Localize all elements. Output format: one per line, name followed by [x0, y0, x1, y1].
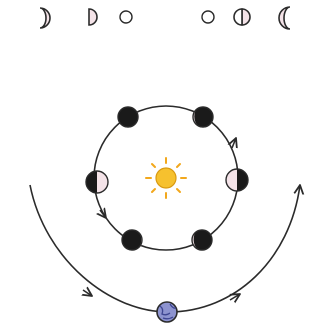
- earth-orbit-arc: [30, 185, 300, 312]
- earth-orbit-direction-arrow: [83, 290, 92, 296]
- orbit-moon-icon: [118, 107, 139, 127]
- moon-phase-waning-crescent-icon: [40, 8, 50, 28]
- moon-phase-first-quarter-icon: [234, 9, 250, 25]
- orbit-direction-arrow: [232, 138, 236, 148]
- moon-phase-new-icon: [202, 11, 214, 23]
- moon-phase-waxing-crescent-icon: [279, 7, 290, 29]
- orbit-moon-icon: [86, 171, 108, 193]
- sun-icon: [146, 158, 186, 198]
- orbit-moon-icon: [226, 169, 248, 191]
- top-phase-row: [40, 7, 290, 29]
- orbit-moon-icon: [193, 107, 213, 127]
- earth-icon: [157, 302, 177, 322]
- orbit-moon-icon: [122, 230, 143, 250]
- moon-phase-third-quarter-icon: [89, 9, 97, 25]
- moon-phase-new-icon: [120, 11, 132, 23]
- orbit-moon-icon: [192, 230, 212, 250]
